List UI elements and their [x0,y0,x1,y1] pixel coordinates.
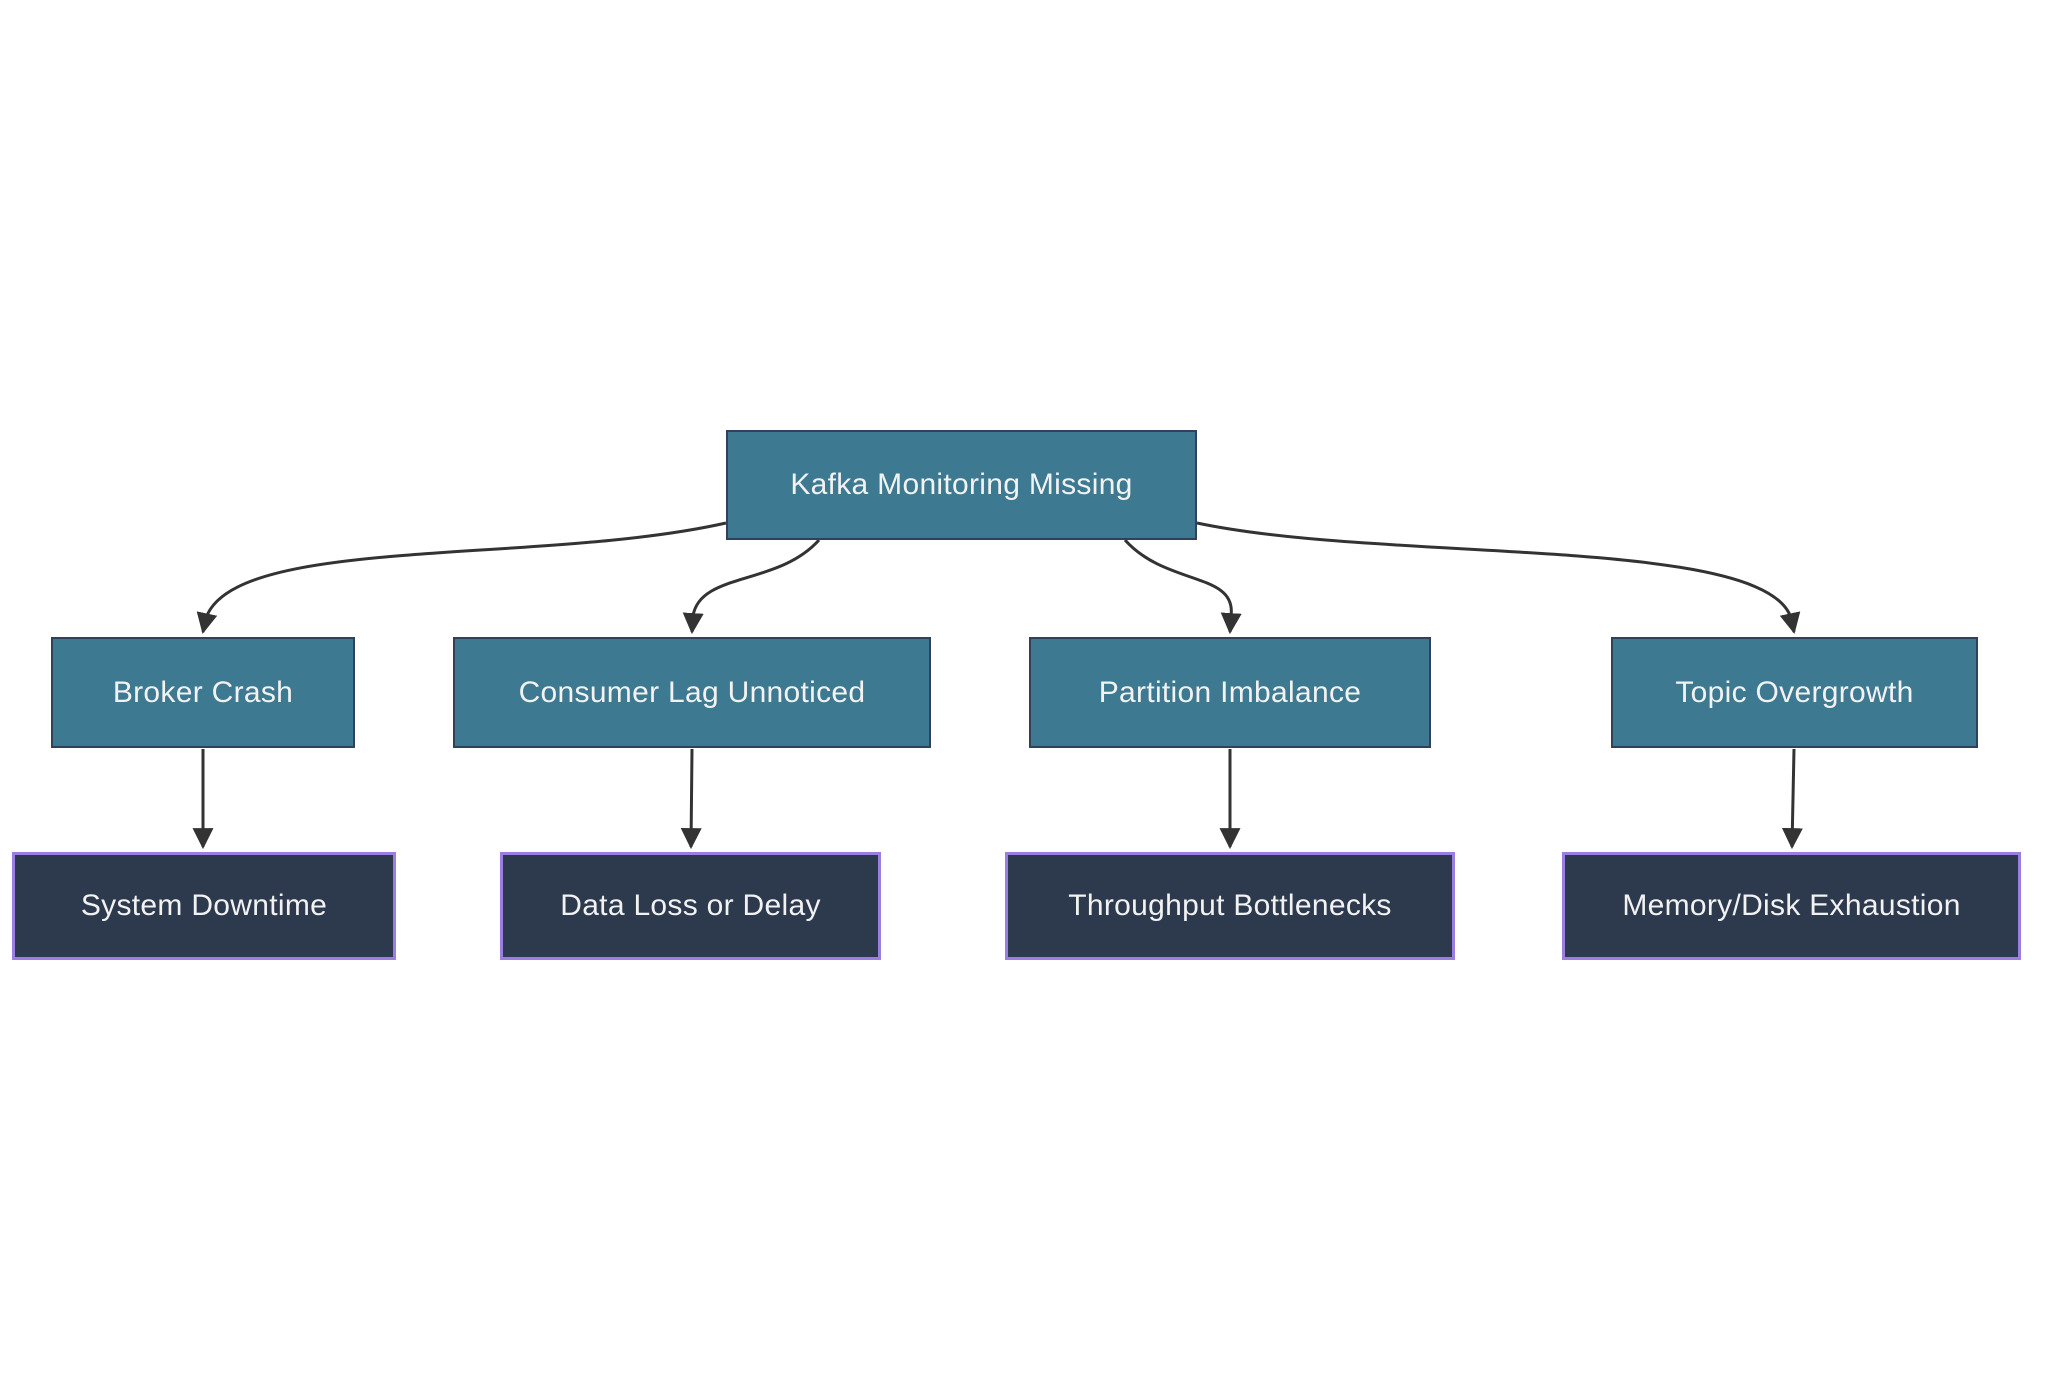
node-partition-imbalance-label: Partition Imbalance [1098,675,1362,709]
node-throughput-bottlenecks: Throughput Bottlenecks [1005,852,1455,960]
edge-root-to-broker-crash [196,521,727,635]
edge-topic-overgrowth-to-memory-disk [1781,748,1803,850]
node-topic-overgrowth-label: Topic Overgrowth [1675,675,1914,709]
node-broker-crash-label: Broker Crash [112,675,294,709]
node-system-downtime: System Downtime [12,852,396,960]
node-consumer-lag-unnoticed: Consumer Lag Unnoticed [453,637,931,748]
node-topic-overgrowth: Topic Overgrowth [1611,637,1978,748]
edge-root-to-partition-imbalance [1123,539,1242,635]
node-data-loss-or-delay: Data Loss or Delay [500,852,881,960]
node-broker-crash: Broker Crash [51,637,355,748]
edge-root-to-consumer-lag [682,539,821,635]
node-kafka-monitoring-missing: Kafka Monitoring Missing [726,430,1197,540]
node-system-downtime-label: System Downtime [80,889,328,922]
edge-root-to-topic-overgrowth [1196,521,1801,635]
node-partition-imbalance: Partition Imbalance [1029,637,1431,748]
node-memory-disk-exhaustion: Memory/Disk Exhaustion [1562,852,2021,960]
edge-consumer-lag-to-data-loss [680,748,702,850]
node-memory-disk-exhaustion-label: Memory/Disk Exhaustion [1622,889,1961,922]
node-kafka-monitoring-missing-label: Kafka Monitoring Missing [790,468,1133,501]
node-consumer-lag-unnoticed-label: Consumer Lag Unnoticed [518,675,866,709]
node-throughput-bottlenecks-label: Throughput Bottlenecks [1068,889,1392,922]
node-data-loss-or-delay-label: Data Loss or Delay [560,889,821,922]
